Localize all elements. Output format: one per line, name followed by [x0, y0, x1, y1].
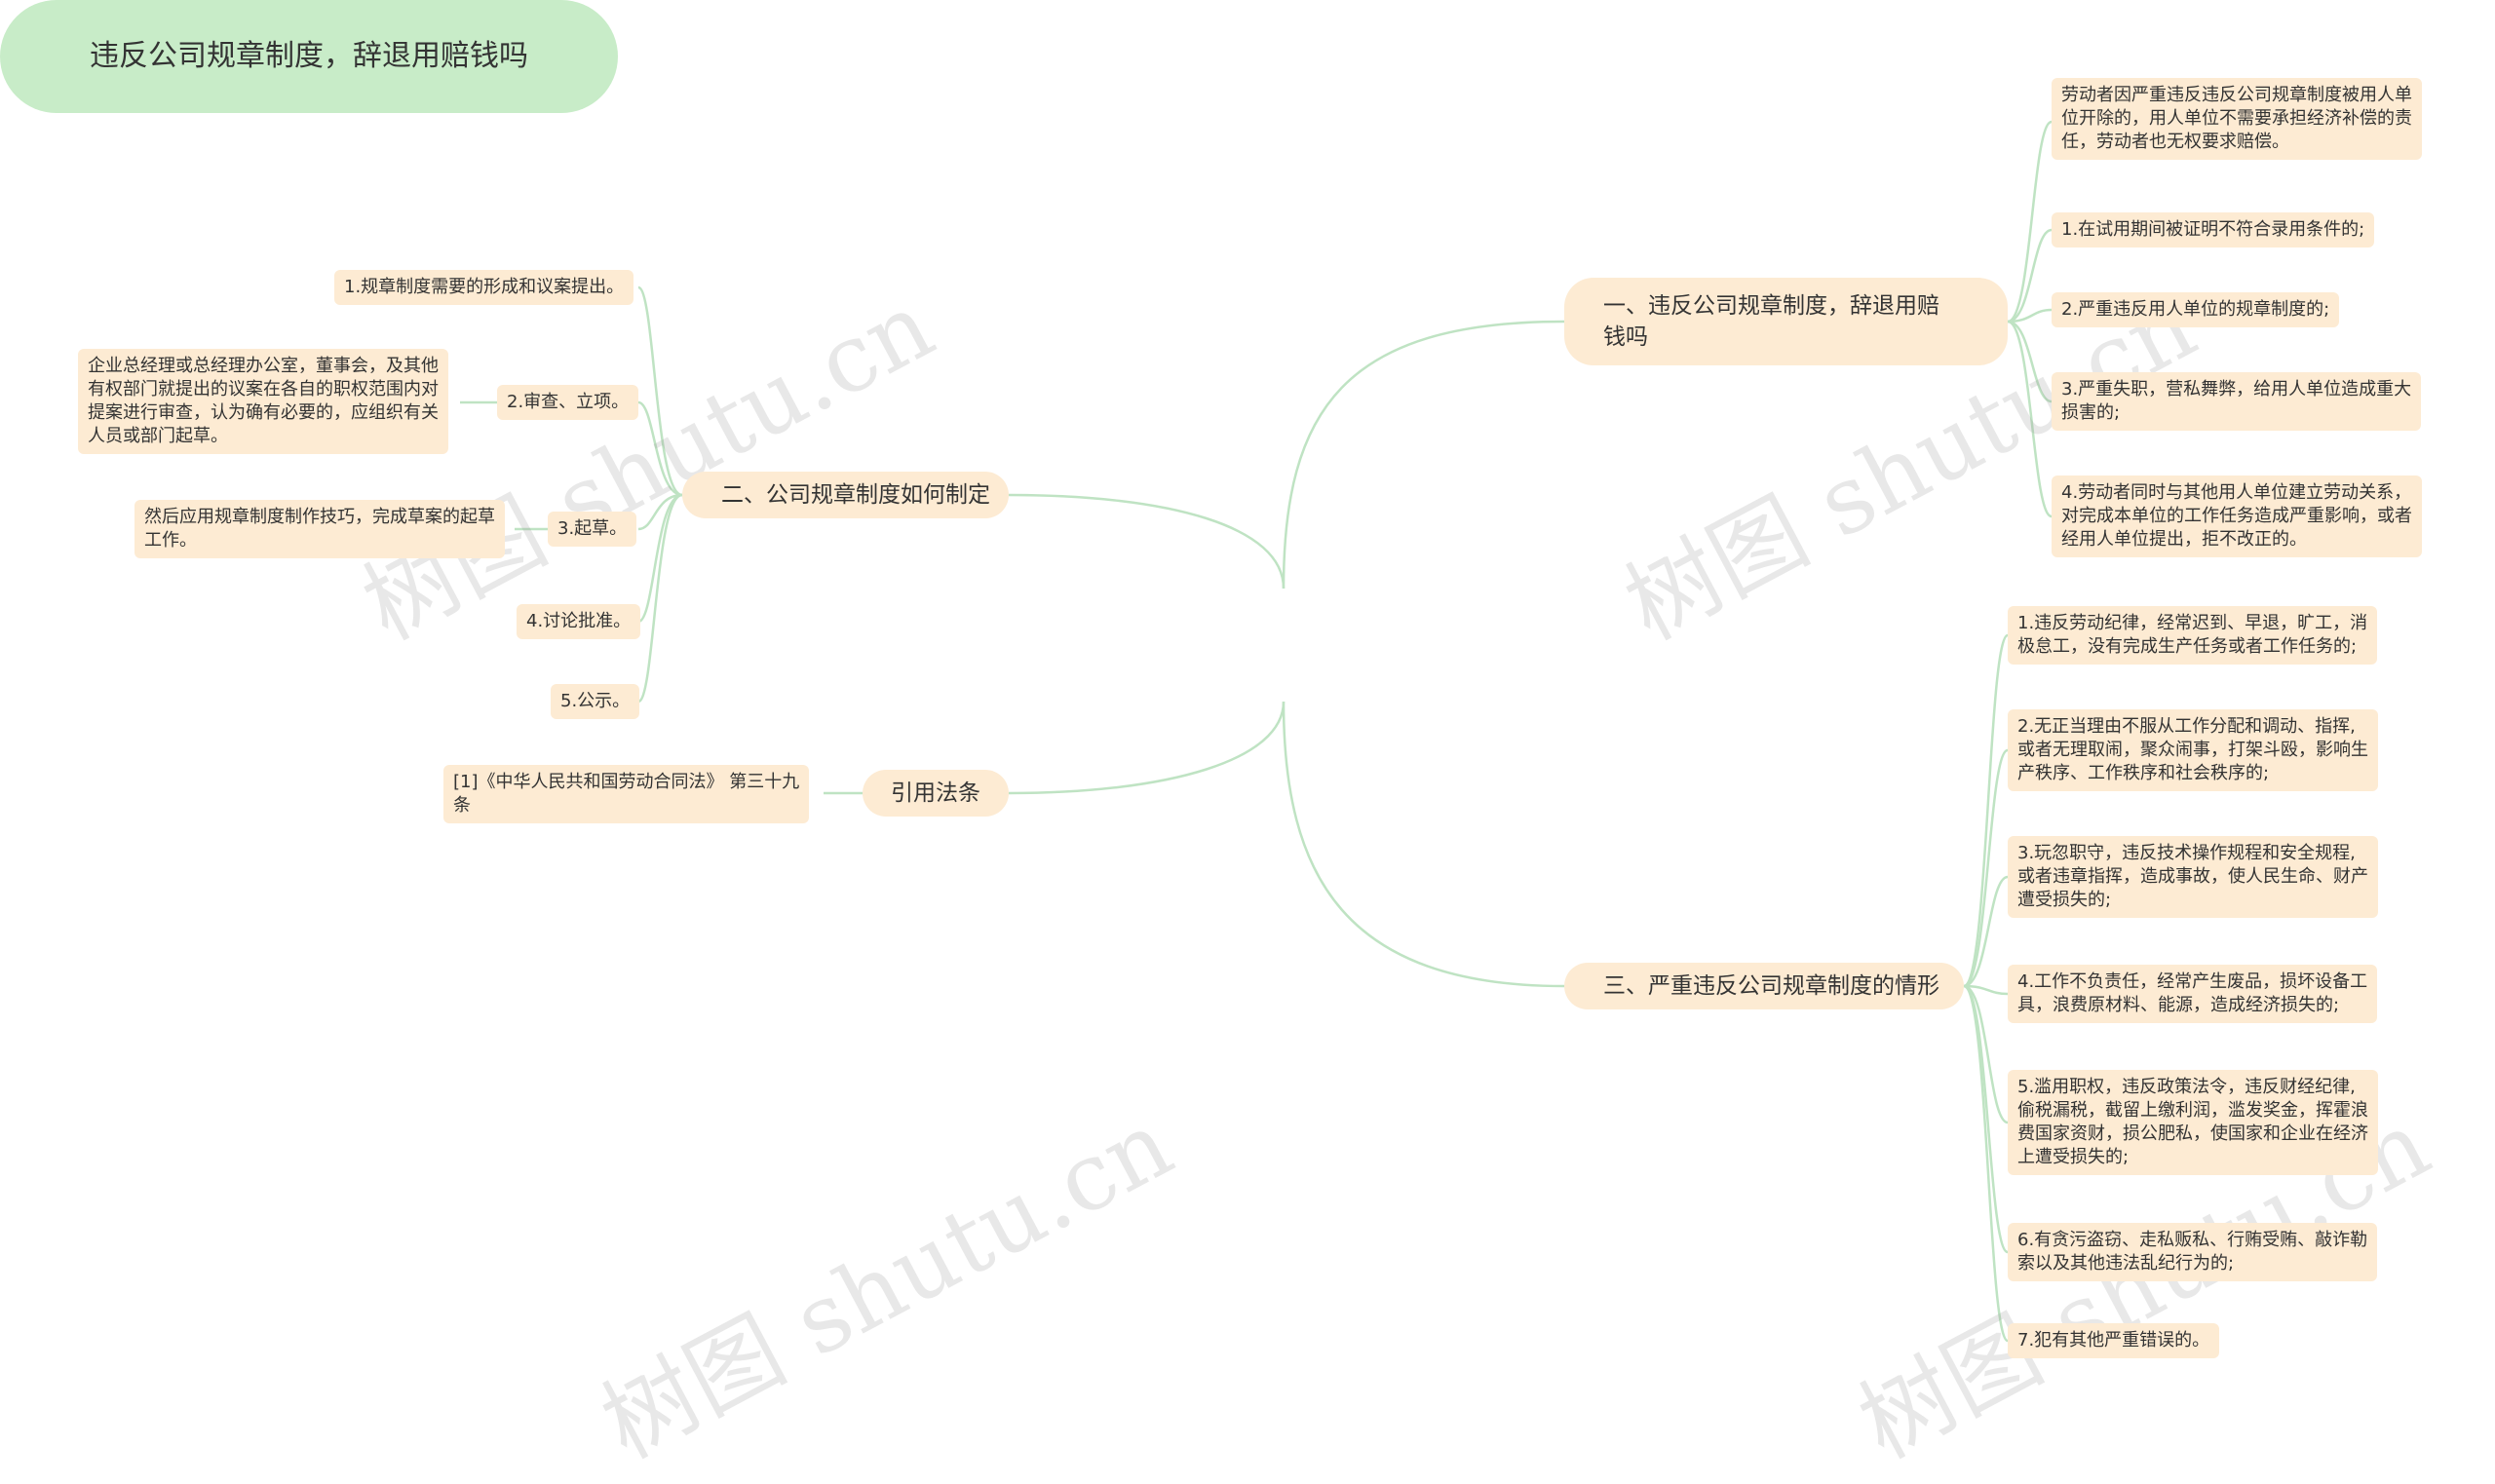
leaf-node[interactable]: 3.严重失职，营私舞弊，给用人单位造成重大 损害的; [2052, 372, 2422, 431]
leaf-node[interactable]: 7.犯有其他严重错误的。 [2008, 1323, 2220, 1358]
leaf-text-line: 4.讨论批准。 [526, 611, 632, 631]
leaf-node[interactable]: 3.起草。 [548, 512, 637, 547]
branch-serious-violation-cases[interactable]: 三、严重违反公司规章制度的情形 [1564, 963, 1964, 1009]
leaf-text-line: 企业总经理或总经理办公室，董事会，及其他 [88, 356, 439, 376]
leaf-text-line: 极怠工，没有完成生产任务或者工作任务的; [2017, 636, 2358, 657]
branch-title-line: 三、严重违反公司规章制度的情形 [1603, 973, 1939, 999]
leaf-text-line: 5.公示。 [560, 691, 631, 711]
leaf-text-line: 索以及其他违法乱纪行为的; [2017, 1253, 2235, 1274]
leaf-node[interactable]: 劳动者因严重违反违反公司规章制度被用人单 位开除的，用人单位不需要承担经济补偿的… [2052, 78, 2422, 160]
leaf-text-line: 位开除的，用人单位不需要承担经济补偿的责 [2061, 108, 2412, 129]
leaf-text-line: 有权部门就提出的议案在各自的职权范围内对 [88, 379, 439, 400]
leaf-text-line: 2.无正当理由不服从工作分配和调动、指挥, [2017, 716, 2356, 737]
leaf-text-line: 任，劳动者也无权要求赔偿。 [2061, 132, 2289, 152]
leaf-text-line: 3.起草。 [557, 518, 628, 539]
leaf-text-line: 7.犯有其他严重错误的。 [2017, 1330, 2210, 1351]
leaf-text-line: 4.劳动者同时与其他用人单位建立劳动关系， [2061, 482, 2412, 503]
leaf-node[interactable]: 3.玩忽职守，违反技术操作规程和安全规程, 或者违章指挥，造成事故，使人民生命、… [2008, 836, 2378, 918]
branch-cited-law[interactable]: 引用法条 [863, 770, 1009, 817]
leaf-text-line: [1]《中华人民共和国劳动合同法》 第三十九 [453, 772, 800, 792]
leaf-text-line: 经用人单位提出，拒不改正的。 [2061, 529, 2307, 550]
leaf-text-line: 人员或部门起草。 [88, 426, 228, 446]
leaf-text-line: 1.规章制度需要的形成和议案提出。 [344, 277, 625, 297]
sub-leaf-draft[interactable]: 然后应用规章制度制作技巧，完成草案的起草 工作。 [134, 500, 505, 558]
leaf-text-line: 5.滥用职权，违反政策法令，违反财经纪律, [2017, 1077, 2356, 1097]
leaf-node[interactable]: 2.审查、立项。 [497, 385, 639, 420]
leaf-text-line: 1.在试用期间被证明不符合录用条件的; [2061, 219, 2365, 240]
leaf-text-line: 2.严重违反用人单位的规章制度的; [2061, 299, 2330, 320]
leaf-node[interactable]: 4.工作不负责任，经常产生废品，损坏设备工 具，浪费原材料、能源，造成经济损失的… [2008, 965, 2378, 1023]
leaf-text-line: 对完成本单位的工作任务造成严重影响，或者 [2061, 506, 2412, 526]
leaf-node[interactable]: 2.无正当理由不服从工作分配和调动、指挥, 或者无理取闹，聚众闹事，打架斗殴，影… [2008, 709, 2378, 791]
branch-title-line: 钱吗 [1603, 324, 1648, 350]
leaf-text-line: 损害的; [2061, 402, 2121, 423]
leaf-text-line: 3.玩忽职守，违反技术操作规程和安全规程, [2017, 843, 2356, 863]
leaf-text-line: 偷税漏税，截留上缴利润，滥发奖金，挥霍浪 [2017, 1100, 2368, 1121]
leaf-node[interactable]: 4.讨论批准。 [517, 604, 641, 639]
leaf-text-line: 或者无理取闹，聚众闹事，打架斗殴，影响生 [2017, 740, 2368, 760]
leaf-text-line: 6.有贪污盗窃、走私贩私、行贿受贿、敲诈勒 [2017, 1230, 2368, 1250]
leaf-node[interactable]: 6.有贪污盗窃、走私贩私、行贿受贿、敲诈勒 索以及其他违法乱纪行为的; [2008, 1223, 2378, 1281]
leaf-text-line: 3.严重失职，营私舞弊，给用人单位造成重大 [2061, 379, 2412, 400]
leaf-node[interactable]: 5.滥用职权，违反政策法令，违反财经纪律, 偷税漏税，截留上缴利润，滥发奖金，挥… [2008, 1070, 2378, 1175]
leaf-text-line: 然后应用规章制度制作技巧，完成草案的起草 [144, 507, 495, 527]
leaf-text-line: 遭受损失的; [2017, 890, 2112, 910]
leaf-text-line: 工作。 [144, 530, 197, 551]
leaf-node[interactable]: 1.在试用期间被证明不符合录用条件的; [2052, 212, 2375, 247]
root-topic-label: 违反公司规章制度，辞退用赔钱吗 [90, 39, 528, 73]
leaf-text-line: 提案进行审查，认为确有必要的，应组织有关 [88, 402, 439, 423]
leaf-node[interactable]: 1.违反劳动纪律，经常迟到、早退，旷工，消 极怠工，没有完成生产任务或者工作任务… [2008, 606, 2378, 665]
leaf-text-line: 具，浪费原材料、能源，造成经济损失的; [2017, 995, 2340, 1015]
leaf-text-line: 条 [453, 795, 471, 816]
branch-title-line: 二、公司规章制度如何制定 [721, 482, 990, 508]
leaf-node[interactable]: 1.规章制度需要的形成和议案提出。 [334, 270, 634, 305]
leaf-text-line: 4.工作不负责任，经常产生废品，损坏设备工 [2017, 971, 2368, 992]
leaf-text-line: 1.违反劳动纪律，经常迟到、早退，旷工，消 [2017, 613, 2368, 633]
branch-dismissal-compensation[interactable]: 一、违反公司规章制度，辞退用赔 钱吗 [1564, 278, 2008, 365]
root-topic[interactable]: 违反公司规章制度，辞退用赔钱吗 [0, 0, 618, 113]
sub-leaf-review[interactable]: 企业总经理或总经理办公室，董事会，及其他 有权部门就提出的议案在各自的职权范围内… [78, 349, 448, 454]
leaf-text-line: 产秩序、工作秩序和社会秩序的; [2017, 763, 2270, 783]
connector-lines [460, 120, 2053, 1343]
branch-title-line: 引用法条 [891, 780, 980, 806]
branch-how-rules-made[interactable]: 二、公司规章制度如何制定 [682, 472, 1009, 518]
leaf-text-line: 费国家资财，损公肥私，使国家和企业在经济 [2017, 1123, 2368, 1144]
leaf-text-line: 2.审查、立项。 [507, 392, 630, 412]
leaf-node[interactable]: [1]《中华人民共和国劳动合同法》 第三十九 条 [443, 765, 810, 823]
leaf-node[interactable]: 2.严重违反用人单位的规章制度的; [2052, 292, 2340, 327]
leaf-text-line: 上遭受损失的; [2017, 1147, 2130, 1167]
branch-title-line: 一、违反公司规章制度，辞退用赔 [1603, 293, 1939, 319]
leaf-text-line: 劳动者因严重违反违反公司规章制度被用人单 [2061, 85, 2412, 105]
leaf-text-line: 或者违章指挥，造成事故，使人民生命、财产 [2017, 866, 2368, 887]
leaf-node[interactable]: 5.公示。 [551, 684, 640, 719]
leaf-node[interactable]: 4.劳动者同时与其他用人单位建立劳动关系， 对完成本单位的工作任务造成严重影响，… [2052, 476, 2422, 557]
